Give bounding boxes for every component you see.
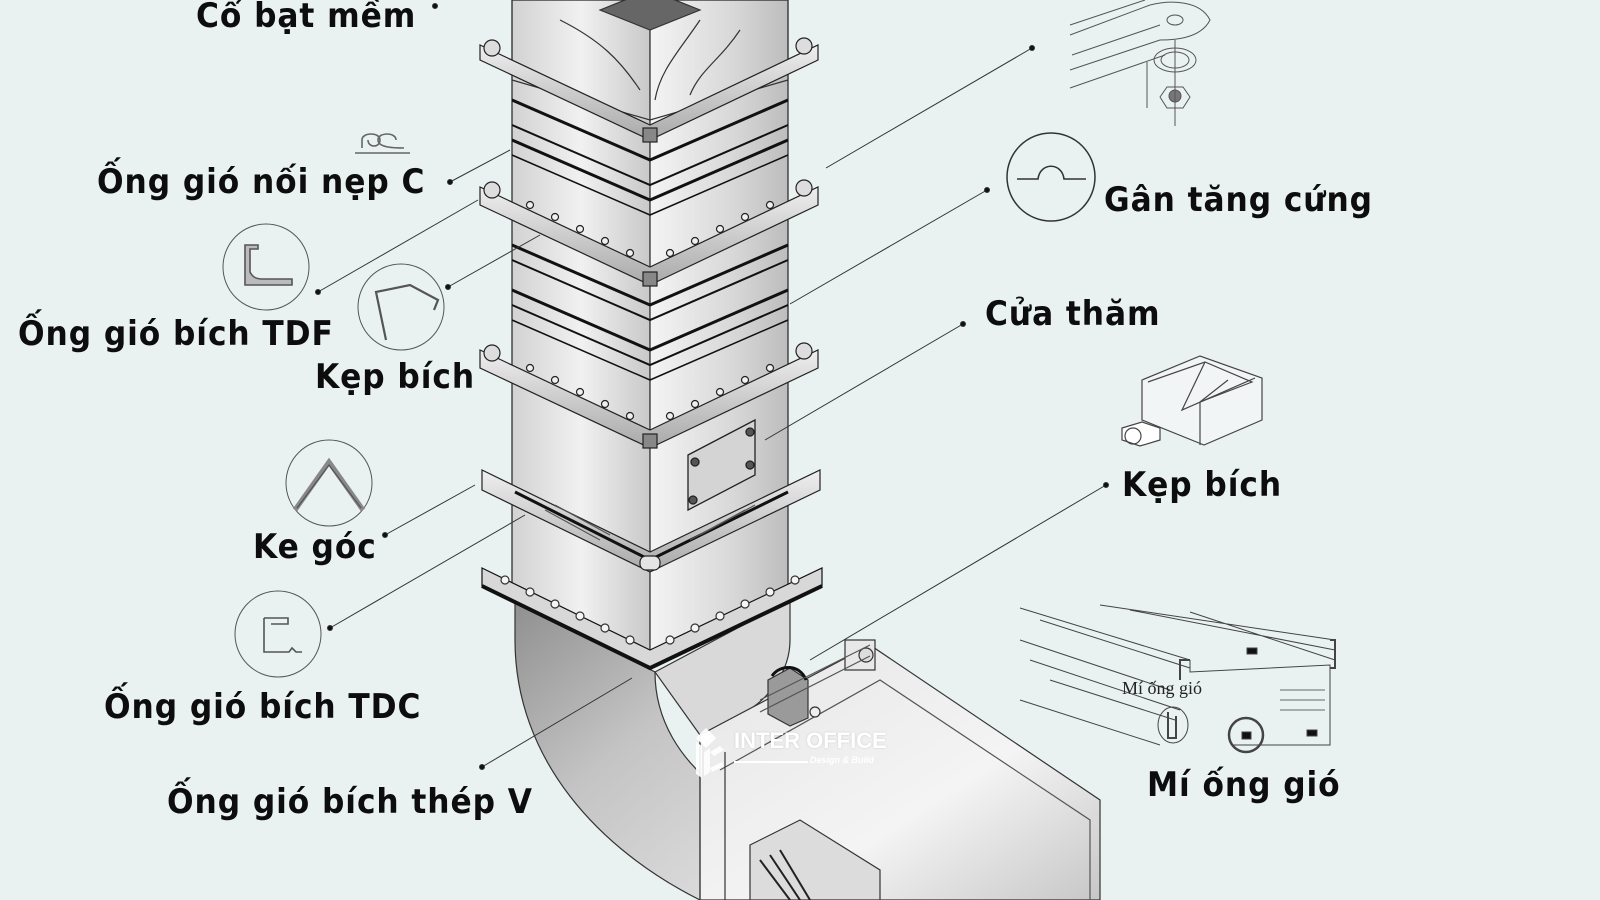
flange-frame-3 — [479, 342, 819, 449]
label-ong-gio-bich-thep-v: Ống gió bích thép V — [167, 782, 533, 822]
flange-frame-1 — [479, 37, 819, 143]
label-cua-tham: Cửa thăm — [985, 294, 1161, 334]
watermark-tagline: Design & Build — [810, 755, 875, 765]
label-ke-goc: Ke góc — [253, 527, 377, 567]
flange-frame-2 — [479, 179, 819, 287]
tdc-flange-profile-icon — [234, 590, 322, 678]
branch-duct — [699, 639, 1101, 900]
watermark-divider — [734, 761, 808, 763]
inter-office-logo-icon — [696, 728, 724, 778]
leader-lines — [315, 3, 1109, 770]
stiffener-bands — [511, 98, 789, 381]
label-kep-bich-left: Kẹp bích — [315, 357, 476, 397]
label-ong-gio-bich-tdf: Ống gió bích TDF — [18, 314, 334, 354]
duct-seam-detail-icon — [1019, 604, 1336, 754]
vertical-duct-body — [511, 0, 789, 661]
hanger-bolt-hardware-icon — [1069, 0, 1211, 126]
c-clip-profile-icon — [355, 133, 410, 154]
access-door-panel — [687, 418, 756, 512]
flexible-canvas-connector — [511, 0, 789, 121]
corner-bracket-profile-icon — [285, 439, 373, 527]
label-ong-gio-bich-tdc: Ống gió bích TDC — [104, 687, 422, 727]
watermark-brand-text: INTER OFFICE — [734, 728, 887, 753]
flange-frame-5-angle-steel — [481, 567, 823, 671]
elbow-section — [514, 599, 861, 900]
inset-label-mi-ong-gio: Mí ống gió — [1122, 678, 1203, 698]
flange-clamp-detail-icon — [1121, 355, 1263, 447]
label-mi-ong-gio: Mí ống gió — [1147, 765, 1341, 805]
label-kep-bich-right: Kẹp bích — [1122, 465, 1283, 505]
label-ong-gio-noi-nep-c: Ống gió nối nẹp C — [97, 162, 426, 202]
flange-frame-4-corner-brace — [481, 469, 821, 573]
label-gan-tang-cung: Gân tăng cứng — [1104, 180, 1373, 220]
inter-office-watermark: INTER OFFICE Design & Build — [692, 722, 887, 782]
stiffener-rib-profile-icon — [1006, 132, 1096, 222]
tdf-flange-profile-icon — [222, 223, 310, 311]
flange-clip-profile-icon — [357, 263, 445, 351]
label-co-bat-mem: Cổ bạt mềm — [196, 0, 417, 36]
